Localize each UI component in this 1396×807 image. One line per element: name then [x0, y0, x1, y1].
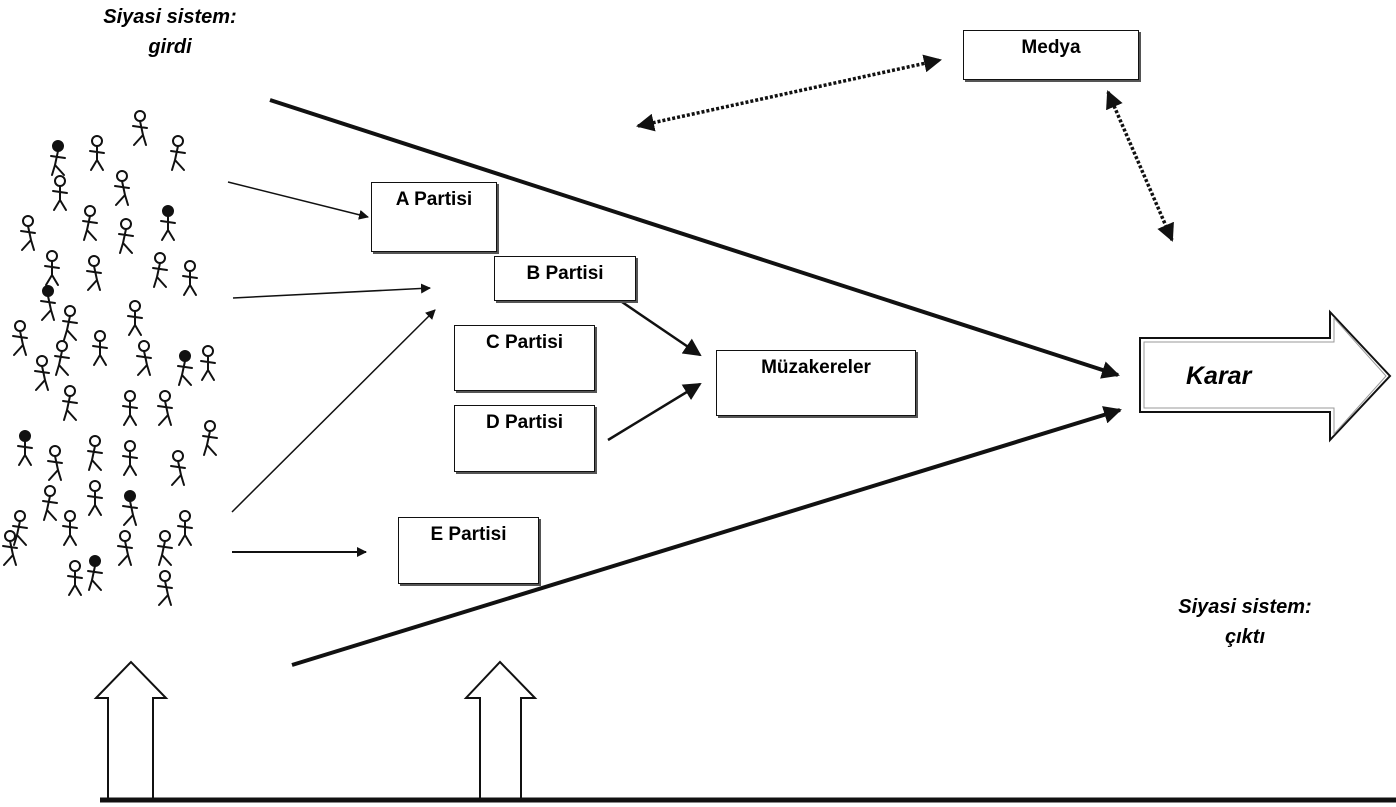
stick-figure [54, 340, 70, 376]
arrow-d-to-negotiations [607, 382, 702, 442]
stick-figure [87, 435, 103, 471]
stick-figure [157, 570, 173, 606]
stick-figure [67, 560, 83, 596]
stick-figure [114, 170, 130, 206]
party-b-box: B Partisi [494, 256, 636, 301]
stick-figure [182, 260, 198, 296]
stick-figure [47, 445, 63, 481]
stick-figure [17, 430, 33, 466]
negotiations-box: Müzakereler [716, 350, 916, 416]
stick-figure [200, 345, 216, 381]
stick-figure [118, 218, 134, 254]
input-label-line2: girdi [148, 36, 192, 58]
stick-figure [117, 530, 133, 566]
stick-figure [50, 140, 66, 176]
media-box: Medya [963, 30, 1139, 80]
stick-figure [20, 215, 36, 251]
stick-figure [122, 490, 138, 526]
stick-figure [170, 135, 186, 171]
arrow-to-party-a [227, 181, 369, 220]
stick-figure [44, 250, 60, 286]
stick-figure [82, 205, 98, 241]
stick-figure [122, 390, 138, 426]
stick-figure [62, 385, 78, 421]
stick-figure [62, 305, 78, 341]
stick-figure [157, 530, 173, 566]
funnel-top-line [269, 98, 1120, 379]
input-label: Siyasi sistem: girdi [100, 2, 240, 62]
arrow-to-center-top [232, 283, 431, 299]
stick-figure-crowd-icon [2, 110, 218, 606]
party-c-box: C Partisi [454, 325, 595, 391]
stick-figure [87, 555, 103, 591]
party-b-label: B Partisi [526, 263, 604, 284]
feedback-up-arrow-left [93, 660, 169, 800]
stick-figure [34, 355, 50, 391]
stick-figure [52, 175, 68, 211]
output-label: Siyasi sistem: çıktı [1150, 592, 1340, 652]
decision-label: Karar [1186, 362, 1252, 390]
arrow-to-center-diagonal [231, 309, 436, 513]
stick-figure [132, 110, 148, 146]
stick-figure [122, 440, 138, 476]
stick-figure [42, 485, 58, 521]
media-dotted-arrow-left [636, 54, 942, 132]
stick-figure [86, 255, 102, 291]
feedback-up-arrow-middle [463, 660, 538, 800]
stick-figure [40, 285, 56, 321]
stick-figure [62, 510, 78, 546]
stick-figure [12, 510, 28, 546]
stick-figure [12, 320, 28, 356]
stick-figure [177, 350, 193, 386]
output-label-line2: çıktı [1224, 626, 1266, 648]
stick-figure [2, 530, 18, 566]
stick-figure [92, 330, 108, 366]
stick-figure [136, 340, 152, 376]
decision-arrow-shape [1139, 309, 1392, 443]
party-e-label: E Partisi [430, 524, 507, 545]
stick-figure [127, 300, 143, 336]
party-e-box: E Partisi [398, 517, 539, 584]
funnel-bottom-line [291, 406, 1122, 667]
party-d-box: D Partisi [454, 405, 595, 472]
arrow-b-to-negotiations [621, 300, 702, 357]
stick-figure [157, 390, 173, 426]
media-label: Medya [1021, 37, 1081, 58]
party-c-label: C Partisi [485, 332, 564, 353]
stick-figure [177, 510, 193, 546]
stick-figure [160, 205, 176, 241]
stick-figure [89, 135, 105, 171]
input-label-line1: Siyasi sistem: [103, 6, 237, 28]
party-a-label: A Partisi [395, 189, 473, 210]
stick-figure [152, 252, 168, 288]
party-a-box: A Partisi [371, 182, 497, 252]
output-label-line1: Siyasi sistem: [1178, 596, 1312, 618]
negotiations-label: Müzakereler [761, 357, 871, 378]
party-d-label: D Partisi [485, 412, 564, 433]
stick-figure [170, 450, 186, 486]
stick-figure [202, 420, 218, 456]
media-dotted-arrow-down [1106, 90, 1174, 242]
stick-figure [87, 480, 103, 516]
